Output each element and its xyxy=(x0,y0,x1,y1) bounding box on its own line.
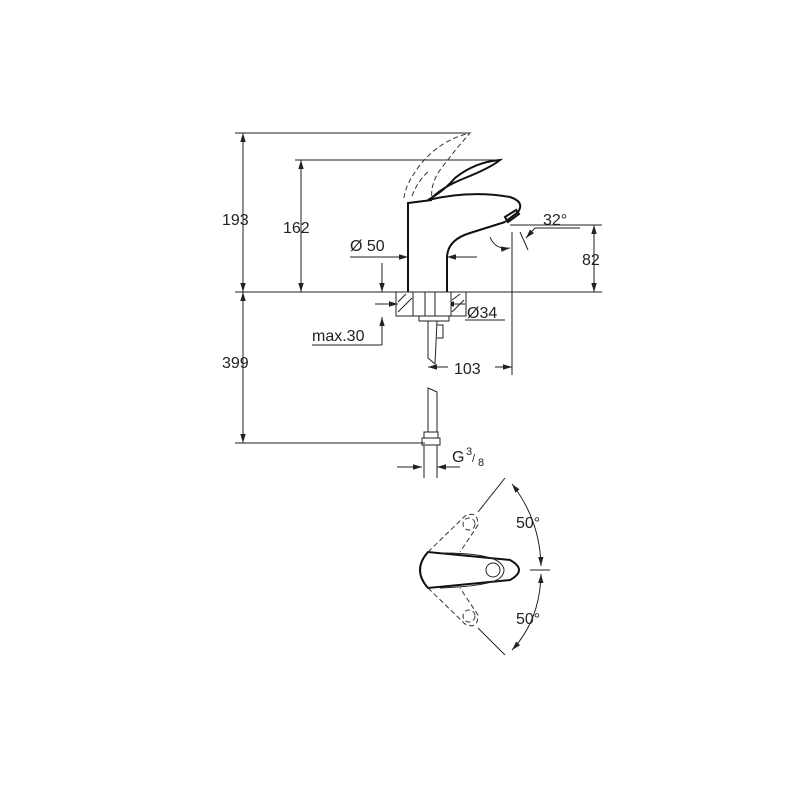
dim-103: 103 xyxy=(454,361,481,378)
dim-thread: G 3 / 8 xyxy=(452,446,484,469)
dim-162: 162 xyxy=(283,220,310,237)
dim-193: 193 xyxy=(222,212,249,229)
dim-max-30: max.30 xyxy=(312,328,365,345)
dimension-lines xyxy=(240,133,597,470)
thread-letter: G xyxy=(452,449,464,466)
dim-rotation-top: 50° xyxy=(516,515,540,532)
thread-numerator: 3 xyxy=(466,446,472,458)
faucet-side-view xyxy=(395,132,522,478)
dim-diameter-50: Ø 50 xyxy=(350,238,385,255)
reference-lines xyxy=(235,132,602,444)
dim-399: 399 xyxy=(222,355,249,372)
thread-slash: / xyxy=(472,453,476,465)
dim-rotation-bottom: 50° xyxy=(516,611,540,628)
dim-angle-32: 32° xyxy=(543,212,567,229)
lever-top-view xyxy=(419,477,550,656)
dim-82: 82 xyxy=(582,252,600,269)
thread-denominator: 8 xyxy=(478,457,484,469)
dim-diameter-34: Ø34 xyxy=(467,305,497,322)
